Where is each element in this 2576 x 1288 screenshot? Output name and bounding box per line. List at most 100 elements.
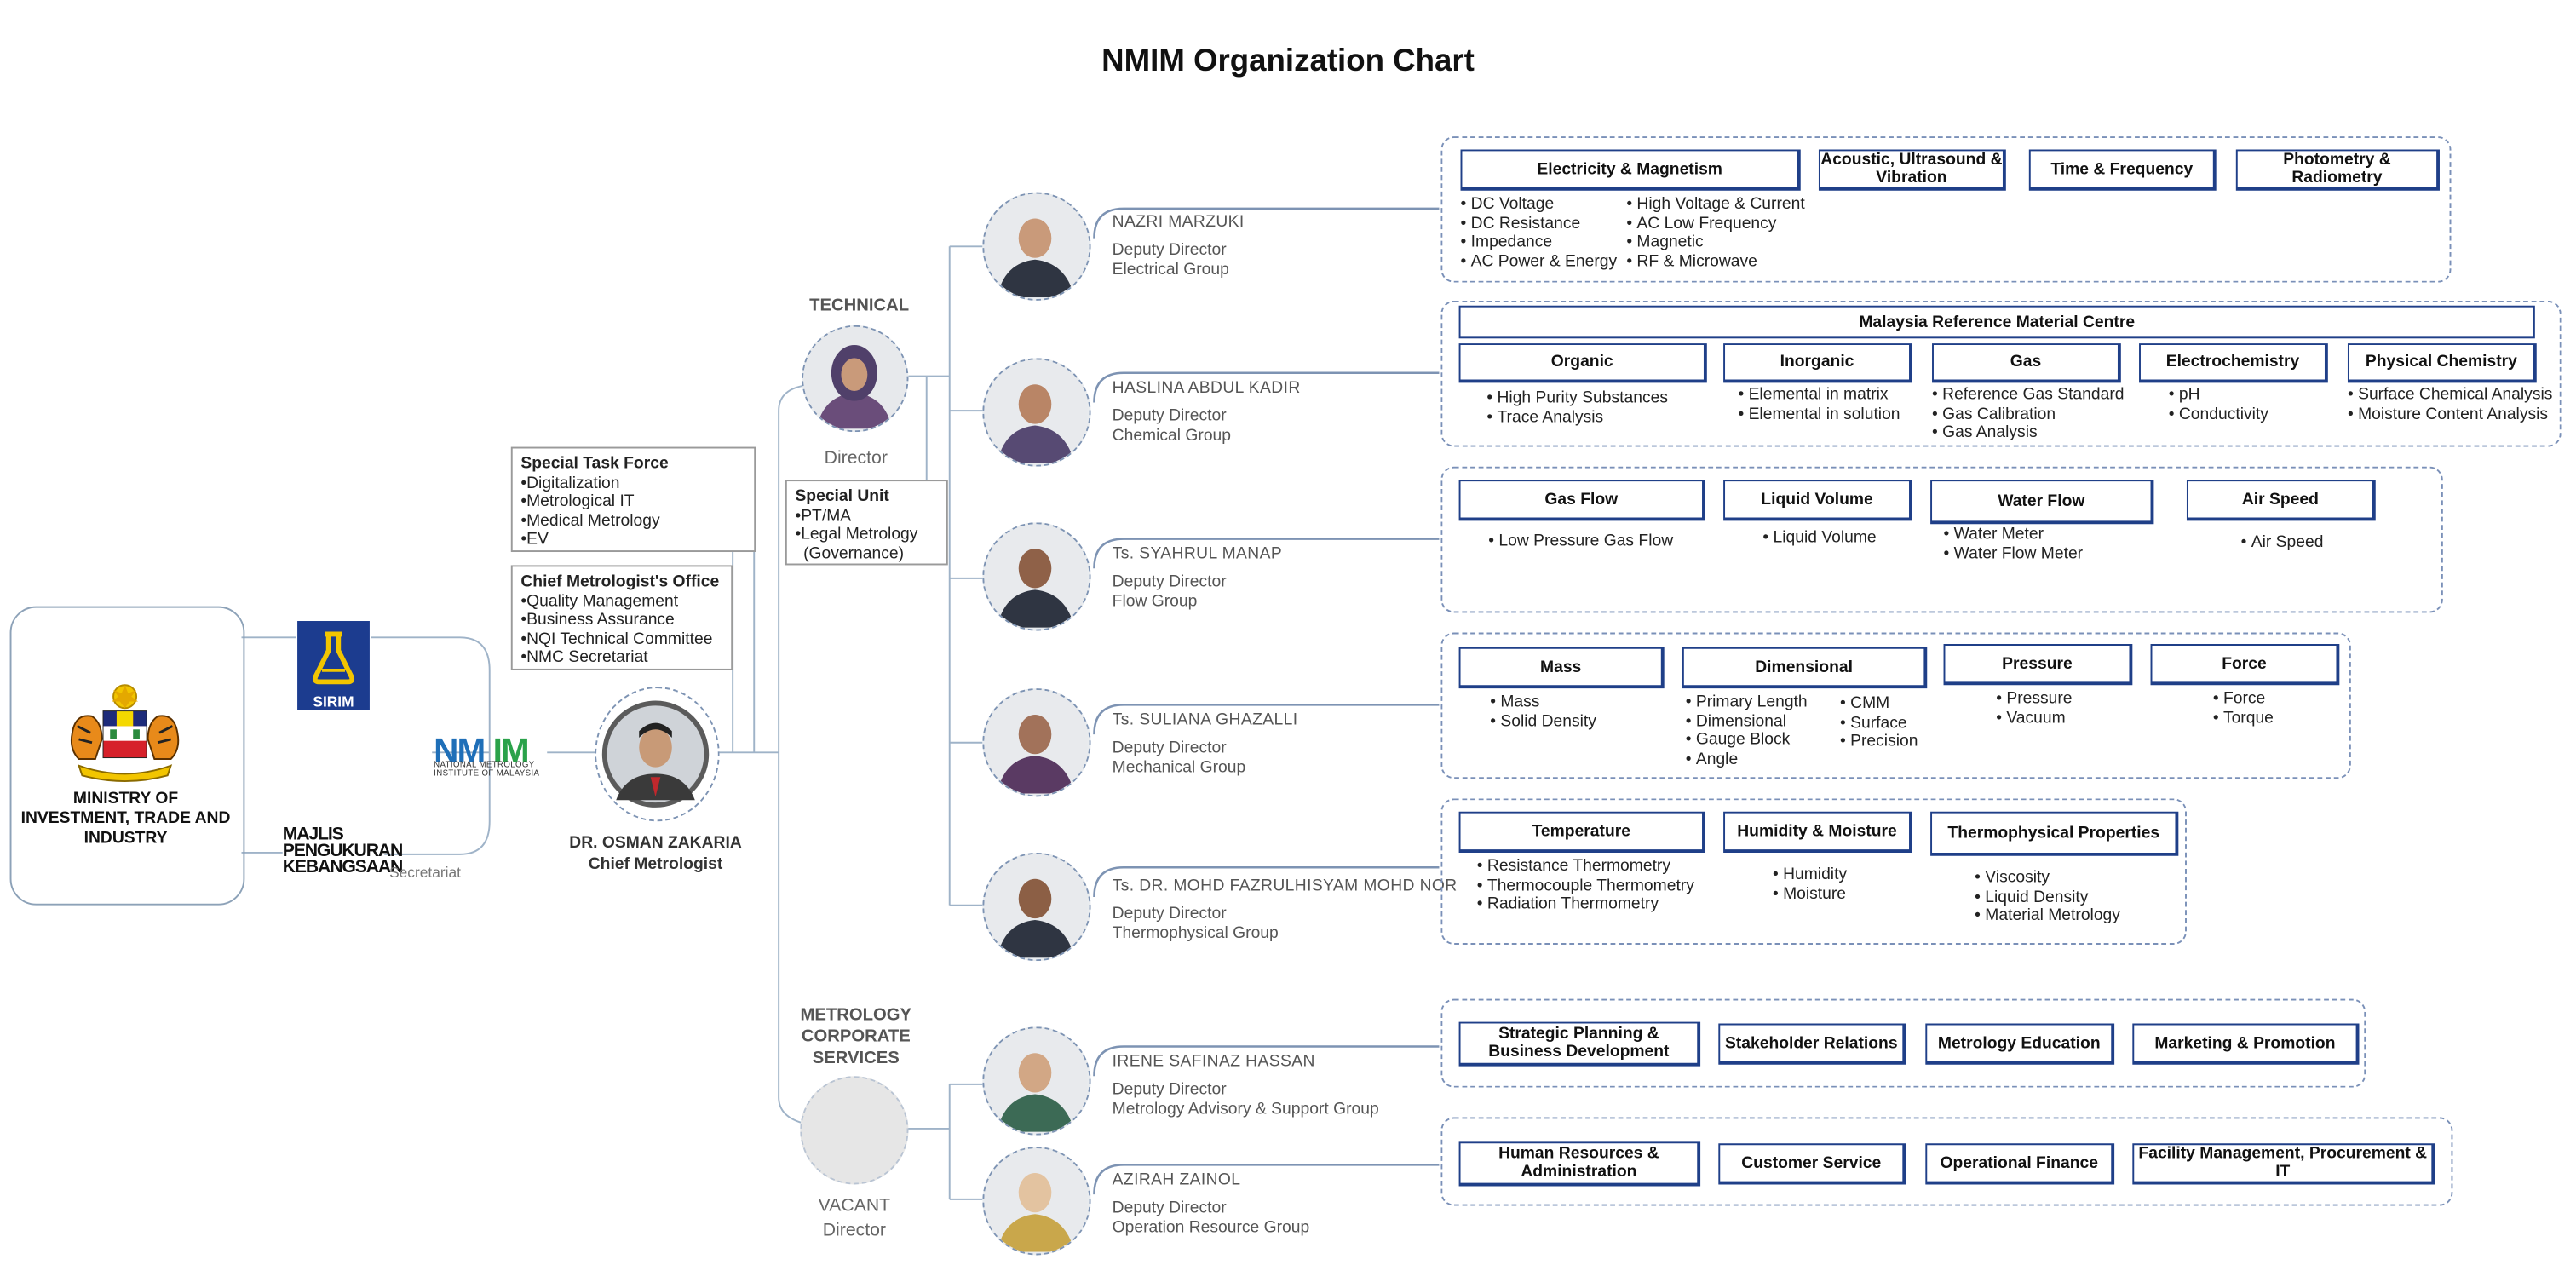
lab-item: Conductivity: [2169, 405, 2333, 423]
reference-centre-box: Malaysia Reference Material Centre: [1458, 305, 2535, 339]
deputy-photo: [982, 358, 1091, 467]
technical-heading: TECHNICAL: [809, 296, 910, 316]
technical-director-role: Director: [824, 448, 888, 469]
lab-box: Facility Management, Procurement & IT: [2132, 1143, 2435, 1185]
deputy-role: Deputy Director: [1112, 241, 1227, 260]
deputy-photo: [982, 192, 1091, 301]
lab-box: Metrology Education: [1925, 1023, 2115, 1065]
lab-item: AC Low Frequency: [1626, 215, 1807, 233]
deputy-group: Operation Resource Group: [1112, 1219, 1310, 1238]
lab-item: Elemental in solution: [1738, 405, 1935, 423]
svg-text:IM: IM: [493, 733, 528, 768]
lab-item: Precision: [1840, 733, 1971, 751]
chief-office-item: •NQI Technical Committee: [520, 630, 713, 648]
lab-item: RF & Microwave: [1626, 252, 1807, 271]
deputy-info: Ts. DR. MOHD FAZRULHISYAM MOHD NOR Deputy…: [1112, 877, 1458, 945]
deputy-name: IRENE SAFINAZ HASSAN: [1112, 1053, 1315, 1072]
lab-item: Resistance Thermometry: [1477, 858, 1707, 877]
ministry-box: [9, 606, 245, 906]
chief-office-heading: Chief Metrologist's Office: [520, 573, 720, 592]
deputy-name: HASLINA ABDUL KADIR: [1112, 379, 1301, 398]
lab-item: Mass: [1490, 693, 1654, 712]
ministry-name-line1: MINISTRY OF: [72, 790, 179, 808]
group-frame: [1440, 136, 2452, 283]
special-task-force-item: •Medical Metrology: [520, 511, 660, 530]
lab-item-list: Water MeterWater Flow Meter: [1944, 526, 2149, 563]
lab-item: Reference Gas Standard: [1932, 386, 2137, 405]
deputy-group: Electrical Group: [1112, 261, 1229, 279]
svg-text:NM: NM: [434, 733, 484, 768]
lab-item-list: PressureVacuum: [1996, 690, 2127, 727]
sirim-logo: [297, 621, 370, 693]
lab-box: Temperature: [1458, 811, 1705, 853]
lab-item-list: ForceTorque: [2213, 690, 2328, 727]
lab-box: Time & Frequency: [2028, 149, 2217, 191]
special-unit-heading: Special Unit: [795, 487, 889, 507]
deputy-photo: [982, 522, 1091, 631]
chief-name-block: DR. OSMAN ZAKARIA Chief Metrologist: [542, 833, 768, 876]
group-frame: [1440, 300, 2562, 447]
group-frame: [1440, 466, 2443, 613]
lab-item: Material Metrology: [1975, 907, 2188, 926]
lab-item-list: Air Speed: [2241, 534, 2372, 553]
lab-item: High Voltage & Current: [1626, 196, 1807, 215]
chief-photo: [595, 687, 720, 822]
lab-box: Operational Finance: [1925, 1143, 2115, 1185]
lab-box: Customer Service: [1718, 1143, 1906, 1185]
lab-item: Water Meter: [1944, 526, 2149, 544]
lab-item: Angle: [1686, 750, 1850, 768]
lab-item: AC Power & Energy: [1461, 252, 1642, 271]
lab-item-list: High Purity SubstancesTrace Analysis: [1486, 389, 1700, 427]
special-unit-item: •Legal Metrology: [795, 526, 918, 544]
lab-box: Electrochemistry: [2139, 343, 2328, 383]
flask-icon: [312, 631, 355, 685]
lab-item-list: Elemental in matrixElemental in solution: [1738, 386, 1935, 423]
nmim-logo: NM IM: [434, 731, 549, 770]
ministry-name-line2: INVESTMENT, TRADE AND INDUSTRY: [20, 809, 231, 848]
page-title: NMIM Organization Chart: [1101, 44, 1475, 79]
deputy-group: Metrology Advisory & Support Group: [1112, 1101, 1379, 1119]
lab-item: Thermocouple Thermometry: [1477, 877, 1707, 895]
chief-office-item: •Quality Management: [520, 592, 679, 611]
chief-name: DR. OSMAN ZAKARIA: [569, 834, 742, 853]
corporate-heading-line3: SERVICES: [812, 1048, 900, 1068]
lab-box: Gas: [1932, 343, 2121, 383]
lab-item: DC Voltage: [1461, 196, 1642, 215]
lab-item: Moisture: [1773, 885, 1937, 904]
ministry-name: MINISTRY OF INVESTMENT, TRADE AND INDUST…: [10, 791, 242, 849]
majlis-line2: PENGUKURAN: [282, 841, 404, 861]
deputy-role: Deputy Director: [1112, 1081, 1227, 1100]
lab-item: Liquid Density: [1975, 888, 2188, 906]
lab-item: Torque: [2213, 709, 2328, 727]
deputy-role: Deputy Director: [1112, 905, 1227, 923]
lab-box: Pressure: [1943, 644, 2133, 686]
lab-item: Air Speed: [2241, 534, 2372, 553]
special-task-force-box: Special Task Force •Digitalization •Metr…: [510, 446, 756, 553]
lab-box: Water Flow: [1930, 480, 2154, 525]
chief-metrologist-office-box: Chief Metrologist's Office •Quality Mana…: [510, 565, 733, 670]
special-task-force-item: •Digitalization: [520, 474, 620, 492]
lab-box: Humidity & Moisture: [1723, 811, 1912, 853]
lab-item: Low Pressure Gas Flow: [1488, 532, 1702, 551]
lab-item: DC Resistance: [1461, 215, 1642, 233]
special-task-force-item: •Metrological IT: [520, 492, 635, 511]
deputy-name: Ts. DR. MOHD FAZRULHISYAM MOHD NOR: [1112, 877, 1458, 896]
lab-item: Trace Analysis: [1486, 408, 1700, 427]
corporate-director-status: VACANT: [818, 1196, 891, 1216]
lab-item: Surface Chemical Analysis: [2348, 386, 2562, 405]
corporate-heading: METROLOGY CORPORATE SERVICES: [785, 1005, 927, 1069]
deputy-name: Ts. SYAHRUL MANAP: [1112, 545, 1283, 564]
deputy-name: Ts. SULIANA GHAZALLI: [1112, 711, 1298, 730]
lab-item-list: DC VoltageDC ResistanceImpedanceAC Power…: [1461, 196, 1642, 272]
lab-item: Force: [2213, 690, 2328, 709]
secretariat-label: Secretariat: [389, 864, 462, 881]
majlis-logo-text: MAJLIS PENGUKURAN KEBANGSAAN: [282, 825, 404, 877]
lab-item-list: HumidityMoisture: [1773, 865, 1937, 903]
lab-box: Mass: [1458, 647, 1665, 689]
lab-item: Vacuum: [1996, 709, 2127, 727]
lab-item: Elemental in matrix: [1738, 386, 1935, 405]
special-unit-box: Special Unit •PT/MA •Legal Metrology (Go…: [785, 480, 948, 566]
